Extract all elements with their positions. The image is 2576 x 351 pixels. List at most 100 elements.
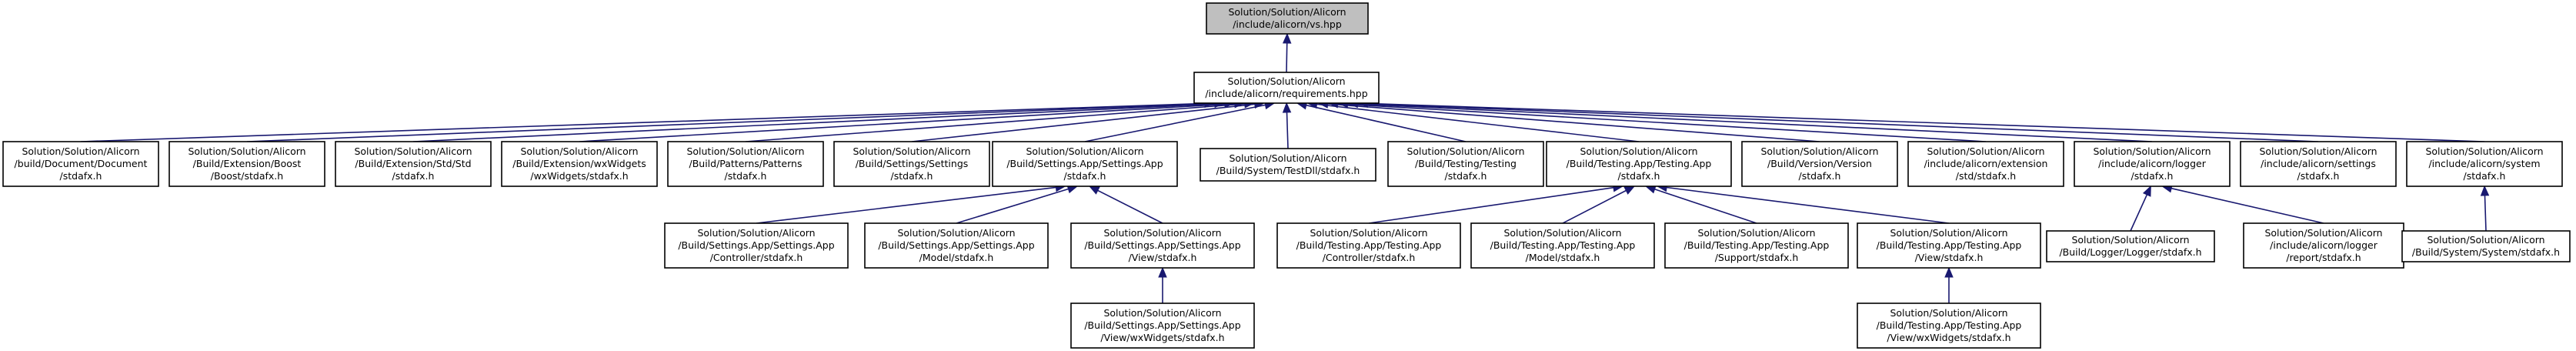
node-incsettings[interactable]: Solution/Solution/Alicorn/include/alicor… bbox=[2240, 141, 2397, 187]
node-label-line: Solution/Solution/Alicorn bbox=[1760, 145, 1878, 157]
node-label-line: /stdafx.h bbox=[60, 170, 102, 182]
node-box bbox=[2406, 141, 2563, 187]
node-box bbox=[1070, 303, 1255, 349]
node-label-line: /wxWidgets/stdafx.h bbox=[530, 170, 628, 182]
node-std[interactable]: Solution/Solution/Alicorn/Build/Extensio… bbox=[335, 141, 492, 187]
arrowhead-icon bbox=[2480, 185, 2490, 196]
edge-req-to-vs bbox=[1286, 42, 1288, 73]
node-incsystem[interactable]: Solution/Solution/Alicorn/include/alicor… bbox=[2406, 141, 2563, 187]
node-ta_view_wx[interactable]: Solution/Solution/Alicorn/Build/Testing.… bbox=[1857, 303, 2041, 349]
node-box bbox=[2243, 222, 2404, 269]
edge-logger_logger-to-logger bbox=[2130, 194, 2148, 232]
edge-testingapp-to-req bbox=[1316, 103, 1640, 142]
node-label-line: Solution/Solution/Alicorn bbox=[22, 145, 139, 157]
node-ta_support[interactable]: Solution/Solution/Alicorn/Build/Testing.… bbox=[1664, 222, 1849, 269]
node-boost[interactable]: Solution/Solution/Alicorn/Build/Extensio… bbox=[169, 141, 325, 187]
node-box bbox=[667, 141, 824, 187]
node-label-line: Solution/Solution/Alicorn bbox=[686, 145, 804, 157]
node-box bbox=[335, 141, 492, 187]
node-box bbox=[1200, 148, 1376, 182]
node-ta_model[interactable]: Solution/Solution/Alicorn/Build/Testing.… bbox=[1470, 222, 1655, 269]
node-settings[interactable]: Solution/Solution/Alicorn/Build/Settings… bbox=[833, 141, 990, 187]
node-box bbox=[1070, 222, 1255, 269]
edge-sa_ctrl-to-settingsapp bbox=[756, 186, 1056, 224]
node-label-line: /View/wxWidgets/stdafx.h bbox=[1100, 332, 1224, 343]
node-req[interactable]: Solution/Solution/Alicorn/include/alicor… bbox=[1193, 72, 1380, 104]
node-testingapp[interactable]: Solution/Solution/Alicorn/Build/Testing.… bbox=[1546, 141, 1732, 187]
node-ta_view[interactable]: Solution/Solution/Alicorn/Build/Testing.… bbox=[1857, 222, 2041, 269]
node-label-line: /Build/Extension/Std/Std bbox=[355, 158, 471, 169]
node-box bbox=[1276, 222, 1461, 269]
node-label-line: /Build/Testing.App/Testing.App bbox=[1567, 158, 1712, 169]
node-sa_view[interactable]: Solution/Solution/Alicorn/Build/Settings… bbox=[1070, 222, 1255, 269]
node-vs[interactable]: Solution/Solution/Alicorn/include/alicor… bbox=[1206, 2, 1369, 35]
node-label-line: Solution/Solution/Alicorn bbox=[2093, 145, 2211, 157]
node-label-line: /stdafx.h bbox=[1445, 170, 1487, 182]
node-label-line: /Controller/stdafx.h bbox=[710, 252, 803, 263]
node-box bbox=[2074, 141, 2231, 187]
node-label-line: Solution/Solution/Alicorn bbox=[1026, 145, 1143, 157]
node-label-line: Solution/Solution/Alicorn bbox=[2264, 227, 2382, 239]
edge-ta_support-to-testingapp bbox=[1654, 189, 1757, 224]
edge-incsettings-to-req bbox=[1357, 102, 2319, 142]
node-box bbox=[1470, 222, 1655, 269]
edge-incsystem-to-req bbox=[1367, 102, 2485, 142]
arrowhead-icon bbox=[1623, 186, 1636, 195]
node-sa_model[interactable]: Solution/Solution/Alicorn/Build/Settings… bbox=[864, 222, 1049, 269]
node-wx[interactable]: Solution/Solution/Alicorn/Build/Extensio… bbox=[501, 141, 658, 187]
edge-ta_model-to-testingapp bbox=[1562, 189, 1627, 224]
node-ext[interactable]: Solution/Solution/Alicorn/include/alicor… bbox=[1907, 141, 2064, 187]
node-label-line: /Build/System/TestDll/stdafx.h bbox=[1216, 165, 1360, 176]
node-logger[interactable]: Solution/Solution/Alicorn/include/alicor… bbox=[2074, 141, 2231, 187]
node-box bbox=[2046, 230, 2215, 262]
node-box bbox=[1546, 141, 1732, 187]
node-box bbox=[2240, 141, 2397, 187]
node-label-line: /View/wxWidgets/stdafx.h bbox=[1887, 332, 2010, 343]
node-logger_report[interactable]: Solution/Solution/Alicorn/include/alicor… bbox=[2243, 222, 2404, 269]
node-label-line: /include/alicorn/logger bbox=[2270, 239, 2378, 251]
node-box bbox=[169, 141, 325, 187]
node-label-line: /stdafx.h bbox=[891, 170, 933, 182]
node-label-line: /Build/Settings.App/Settings.App bbox=[1084, 239, 1240, 251]
node-label-line: /stdafx.h bbox=[1799, 170, 1841, 182]
node-box bbox=[1664, 222, 1849, 269]
node-ta_ctrl[interactable]: Solution/Solution/Alicorn/Build/Testing.… bbox=[1276, 222, 1461, 269]
node-label-line: Solution/Solution/Alicorn bbox=[1697, 227, 1815, 239]
node-sa_ctrl[interactable]: Solution/Solution/Alicorn/Build/Settings… bbox=[664, 222, 849, 269]
node-label-line: Solution/Solution/Alicorn bbox=[897, 227, 1015, 239]
node-system_system[interactable]: Solution/Solution/Alicorn/Build/System/S… bbox=[2401, 230, 2571, 262]
node-label-line: Solution/Solution/Alicorn bbox=[853, 145, 970, 157]
node-label-line: /report/stdafx.h bbox=[2286, 252, 2361, 263]
edge-system_system-to-incsystem bbox=[2484, 195, 2487, 232]
arrowhead-icon bbox=[1158, 266, 1167, 278]
node-settingsapp[interactable]: Solution/Solution/Alicorn/Build/Settings… bbox=[992, 141, 1178, 187]
node-label-line: /Build/Settings.App/Settings.App bbox=[678, 239, 834, 251]
node-sa_view_wx[interactable]: Solution/Solution/Alicorn/Build/Settings… bbox=[1070, 303, 1255, 349]
node-label-line: /std/stdafx.h bbox=[1956, 170, 2016, 182]
edge-testdll-to-req bbox=[1286, 112, 1289, 149]
node-testdll[interactable]: Solution/Solution/Alicorn/Build/System/T… bbox=[1200, 148, 1376, 182]
node-label-line: Solution/Solution/Alicorn bbox=[1103, 307, 1221, 319]
node-label-line: Solution/Solution/Alicorn bbox=[1103, 227, 1221, 239]
node-label-line: Solution/Solution/Alicorn bbox=[1229, 152, 1346, 164]
node-doc[interactable]: Solution/Solution/Alicorn/build/Document… bbox=[2, 141, 159, 187]
node-patterns[interactable]: Solution/Solution/Alicorn/Build/Patterns… bbox=[667, 141, 824, 187]
node-version[interactable]: Solution/Solution/Alicorn/Build/Version/… bbox=[1741, 141, 1898, 187]
node-box bbox=[1741, 141, 1898, 187]
edge-ext-to-req bbox=[1337, 102, 1987, 142]
node-label-line: Solution/Solution/Alicorn bbox=[1310, 227, 1427, 239]
edge-wx-to-req bbox=[579, 102, 1235, 142]
node-label-line: /stdafx.h bbox=[2131, 170, 2174, 182]
node-box bbox=[2, 141, 159, 187]
arrowhead-icon bbox=[1282, 32, 1292, 44]
node-logger_logger[interactable]: Solution/Solution/Alicorn/Build/Logger/L… bbox=[2046, 230, 2215, 262]
node-label-line: /Build/Testing/Testing bbox=[1415, 158, 1517, 169]
node-testing[interactable]: Solution/Solution/Alicorn/Build/Testing/… bbox=[1387, 141, 1544, 187]
node-label-line: /Build/Testing.App/Testing.App bbox=[1877, 319, 2022, 331]
edge-logger_report-to-logger bbox=[2171, 187, 2324, 224]
edge-version-to-req bbox=[1327, 103, 1820, 142]
node-label-line: /Model/stdafx.h bbox=[1526, 252, 1600, 263]
node-label-line: /Build/Settings.App/Settings.App bbox=[878, 239, 1034, 251]
node-label-line: Solution/Solution/Alicorn bbox=[520, 145, 638, 157]
